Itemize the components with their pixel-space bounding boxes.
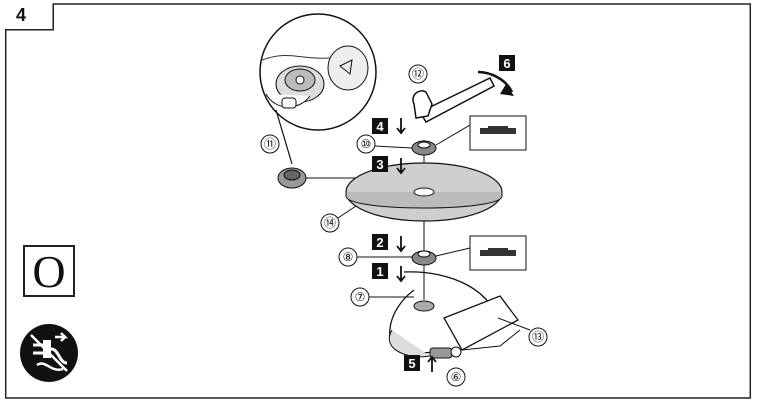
callout-14: ⑭ (320, 205, 357, 233)
svg-text:4: 4 (376, 119, 384, 134)
callout-13: ⑬ (528, 327, 548, 347)
inner-flange (411, 247, 471, 266)
callout-7: ⑦ (350, 287, 414, 307)
step-badge-5: 5 (404, 355, 437, 372)
step-badge-1: 1 (372, 263, 406, 283)
svg-text:⑦: ⑦ (355, 290, 366, 304)
svg-text:3: 3 (376, 157, 383, 172)
svg-text:⑧: ⑧ (343, 250, 354, 264)
callout-10: ⑩ (356, 134, 413, 154)
figure-number: 4 (16, 5, 27, 25)
grinding-wheel (345, 162, 503, 222)
svg-text:⑭: ⑭ (324, 216, 336, 230)
svg-text:2: 2 (376, 235, 383, 250)
callout-6: ⑥ (446, 367, 466, 387)
svg-text:⑬: ⑬ (532, 330, 544, 344)
mode-symbol: O (23, 245, 75, 297)
step-badge-4: 4 (372, 118, 406, 135)
step-badge-2: 2 (372, 234, 406, 253)
callout-8: ⑧ (338, 247, 412, 267)
step-badge-3: 3 (372, 156, 406, 175)
svg-text:⑩: ⑩ (361, 137, 372, 151)
zoom-inset (259, 13, 377, 165)
svg-text:1: 1 (376, 264, 383, 279)
spanner-wrench (412, 70, 514, 123)
svg-text:5: 5 (408, 356, 415, 371)
clamp-nut (411, 124, 471, 156)
svg-text:6: 6 (503, 56, 510, 71)
callout-11: ⑪ (260, 134, 280, 154)
lock-nut-detail (277, 167, 418, 189)
svg-text:⑪: ⑪ (264, 137, 276, 151)
svg-text:⑫: ⑫ (412, 67, 424, 81)
callout-12: ⑫ (408, 64, 428, 84)
angle-grinder-body (388, 271, 531, 359)
svg-text:⑥: ⑥ (451, 370, 462, 384)
step-badge-6: 6 (499, 55, 515, 71)
unplug-power-cord-icon (20, 324, 78, 382)
flange-profile-insets (469, 115, 527, 271)
